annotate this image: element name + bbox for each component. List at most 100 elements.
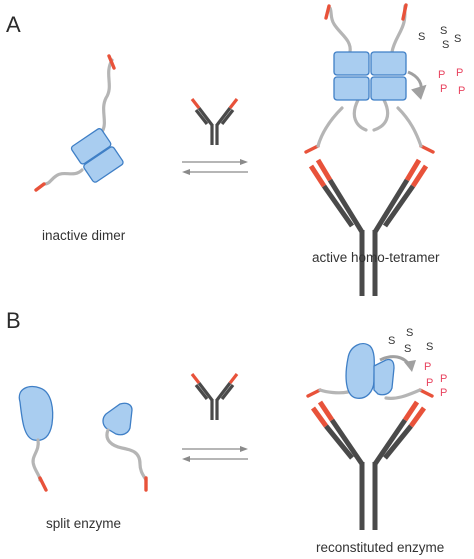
substrate-a-1: S <box>418 31 425 43</box>
ab-large-a-left-tip-2 <box>308 164 327 188</box>
ab-b-arm-left-dark <box>197 382 214 401</box>
equilibrium-arrows-a <box>182 159 248 175</box>
ab-a-arm-right-red <box>228 98 239 109</box>
ab-large-b-right-tip-2 <box>408 406 427 428</box>
dimer-domain-1 <box>70 128 112 165</box>
panel-b-letter: B <box>6 308 21 333</box>
caption-active-homo-tetramer: active homo-tetramer <box>312 250 440 265</box>
recon-fragment-small <box>373 358 395 396</box>
dimer-tag-bottom <box>34 182 46 192</box>
ab-b-arm-left-inner <box>194 384 209 400</box>
antibody-large-a <box>308 158 429 296</box>
substrate-b-4: S <box>426 341 433 353</box>
ab-large-b-left-tip-2 <box>310 406 329 428</box>
ab-large-a-right-tip-1 <box>404 158 422 182</box>
substrate-b-3: S <box>404 343 411 355</box>
tetramer-linker-mid-left <box>352 98 368 132</box>
antibody-small-a <box>190 98 239 145</box>
ab-a-arm-left-red <box>190 98 201 109</box>
ab-large-a-right-tip-2 <box>410 164 429 188</box>
ab-large-a-left-arm-2 <box>321 184 355 228</box>
product-a-3: P <box>440 83 447 95</box>
ab-large-b-right-arm-2 <box>383 424 413 460</box>
ab-b-arm-right-inner <box>220 384 235 400</box>
product-b-4: P <box>440 387 447 399</box>
panel-a: A inactive dimer <box>6 3 465 296</box>
inactive-dimer <box>34 54 124 192</box>
ab-a-arm-left-dark <box>197 107 214 126</box>
conversion-arrowhead-a <box>411 84 427 100</box>
product-b-3: P <box>426 377 433 389</box>
split-enzyme <box>18 385 148 492</box>
ab-a-arm-right-dark <box>215 107 232 126</box>
ab-large-b-left-tip-1 <box>317 400 335 422</box>
split-tag-left <box>38 476 48 492</box>
dimer-tag-top <box>107 54 116 70</box>
substrate-b-1: S <box>388 335 395 347</box>
caption-reconstituted-enzyme: reconstituted enzyme <box>316 540 444 555</box>
reverse-arrowhead-b <box>182 456 190 462</box>
tetramer-tag-top-right <box>401 3 408 21</box>
forward-arrowhead-b <box>240 446 248 452</box>
tetramer-tag-top-left <box>324 4 331 20</box>
bound-tag-right-outer <box>419 144 435 154</box>
tetramer-linker-right <box>396 106 423 148</box>
reconstituted-enzyme-complex <box>306 343 434 530</box>
tetramer-domain-4 <box>370 76 407 101</box>
dimer-domain-2 <box>83 146 124 183</box>
ab-large-b-left-arm-2 <box>324 424 354 460</box>
recon-linker-left <box>318 388 350 395</box>
forward-arrowhead-a <box>240 159 248 165</box>
caption-inactive-dimer: inactive dimer <box>42 228 126 243</box>
dimer-linker-bottom <box>42 168 84 186</box>
ab-b-arm-right-dark <box>215 382 232 401</box>
ab-large-b-right-tip-1 <box>402 400 420 422</box>
conversion-arrowhead-b <box>404 360 416 372</box>
product-a-1: P <box>438 69 445 81</box>
equilibrium-arrows-b <box>182 446 248 462</box>
substrate-a-4: S <box>454 33 461 45</box>
panel-a-letter: A <box>6 12 21 37</box>
split-fragment-small <box>102 402 133 436</box>
product-b-1: P <box>424 361 431 373</box>
recon-fragment-large <box>345 343 375 399</box>
ab-large-a-right-arm-1 <box>372 178 410 234</box>
bound-tag-left-outer <box>304 144 320 154</box>
tetramer-linker-mid-right <box>372 98 390 132</box>
ab-large-b-right-arm-1 <box>372 418 408 466</box>
panel-b: B split enzyme <box>6 308 447 555</box>
tetramer-domain-2 <box>370 51 407 76</box>
ab-large-a-left-arm-1 <box>327 178 365 234</box>
split-linker-left <box>31 438 42 482</box>
recon-linker-right <box>384 388 422 400</box>
split-fragment-large <box>18 385 54 442</box>
bound-tag-b-left <box>306 388 322 398</box>
caption-split-enzyme: split enzyme <box>46 516 121 531</box>
product-a-4: P <box>458 85 465 97</box>
product-a-2: P <box>456 67 463 79</box>
ab-a-arm-left-inner <box>194 109 209 125</box>
tetramer-domain-1 <box>333 51 370 76</box>
substrate-b-2: S <box>406 327 413 339</box>
tetramer-domain-3 <box>333 76 370 101</box>
dimer-linker-top <box>100 58 114 134</box>
antibody-large-b <box>310 400 427 530</box>
dimer-domains <box>70 128 124 183</box>
bound-tag-b-right <box>418 388 434 398</box>
reverse-arrowhead-a <box>182 169 190 175</box>
ab-large-a-left-tip-1 <box>315 158 333 182</box>
product-b-2: P <box>440 373 447 385</box>
ab-b-arm-right-red <box>228 373 239 384</box>
tetramer-linker-left <box>316 106 344 148</box>
antibody-small-b <box>190 373 239 420</box>
split-linker-right <box>105 428 148 482</box>
active-tetramer-complex <box>304 3 435 296</box>
substrate-a-2: S <box>440 25 447 37</box>
ab-b-arm-left-red <box>190 373 201 384</box>
ab-a-arm-right-inner <box>220 109 235 125</box>
ab-large-a-right-arm-2 <box>382 184 416 228</box>
tetramer-linker-top-left <box>328 6 352 54</box>
ab-large-b-left-arm-1 <box>329 418 365 466</box>
substrate-a-3: S <box>442 39 449 51</box>
